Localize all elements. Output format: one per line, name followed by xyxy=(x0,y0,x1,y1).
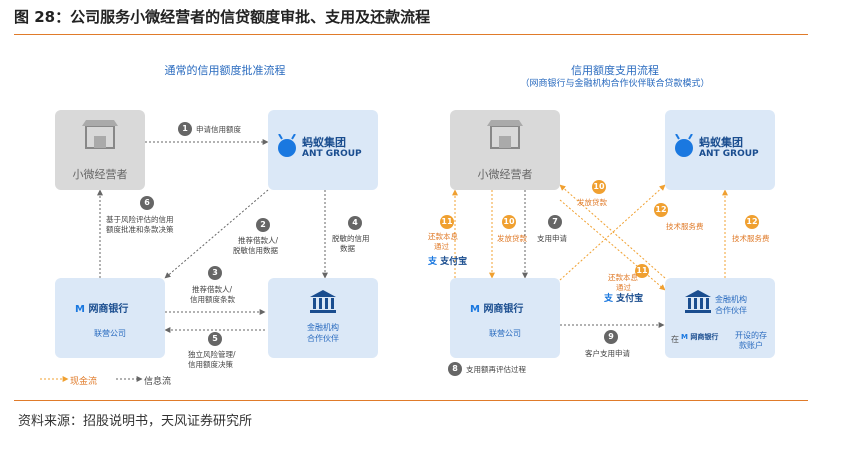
ant-logo-icon xyxy=(278,134,296,157)
fin-account-label: 开设的存 xyxy=(735,331,767,340)
step-badge-8: 8 xyxy=(448,362,462,376)
step-badge-12-right: 12 xyxy=(745,215,759,229)
step-label-1: 申请信用额度 xyxy=(196,125,241,134)
title-rule xyxy=(14,34,808,35)
step-label-4a: 脱敏的信用 xyxy=(332,234,370,243)
step-badge-9: 9 xyxy=(604,330,618,344)
figure-source: 资料来源：招股说明书，天风证券研究所 xyxy=(18,414,253,429)
step-label-12-diag: 技术服务费 xyxy=(666,222,704,231)
alipay-logo: 支 支付宝 xyxy=(604,291,643,304)
legend-cash: 现金流 xyxy=(70,377,98,387)
mybank-logo: M 网商银行 xyxy=(470,300,523,315)
step-badge-2: 2 xyxy=(256,218,270,232)
mybank-logo-text: 网商银行 xyxy=(88,304,129,315)
bank-building-icon xyxy=(685,290,711,313)
step-label-3b: 信用额度条款 xyxy=(190,295,235,304)
step-badge-11-left: 11 xyxy=(440,215,454,229)
step-label-9: 客户支用申请 xyxy=(585,349,630,358)
arrow-step-11-diag xyxy=(559,199,666,291)
step-badge-1: 1 xyxy=(178,122,192,136)
step-label-4b: 数据 xyxy=(340,244,355,253)
fin-node-left: 金融机构 合作伙伴 xyxy=(268,278,378,358)
ant-logo-icon xyxy=(675,134,693,157)
mybank-m-icon: M xyxy=(681,333,688,341)
ant-node-left: 蚂蚁集团 ANT GROUP xyxy=(268,110,378,190)
step-label-11-left-a: 还款本息 xyxy=(428,232,458,241)
step-badge-3: 3 xyxy=(208,266,222,280)
mybank-m-icon: M xyxy=(470,304,480,315)
figure-title: 图 28：公司服务小微经营者的信贷额度审批、支用及还款流程 xyxy=(14,8,431,26)
ant-node-right: 蚂蚁集团 ANT GROUP xyxy=(665,110,775,190)
alipay-text: 支付宝 xyxy=(440,257,468,267)
step-label-5b: 信用额度决策 xyxy=(188,360,233,369)
alipay-icon: 支 xyxy=(604,294,614,304)
merchant-node-left: 小微经营者 xyxy=(55,110,145,190)
bank-sub-label: 联营公司 xyxy=(94,329,126,338)
store-icon xyxy=(487,120,523,149)
right-panel-title: 信用额度支用流程 xyxy=(571,64,659,77)
bank-node-left: M 网商银行 联营公司 xyxy=(55,278,165,358)
legend-info: 信息流 xyxy=(144,377,172,387)
step-label-3a: 推荐借款人/ xyxy=(192,285,233,294)
step-badge-11-diag: 11 xyxy=(635,264,649,278)
arrow-step-2 xyxy=(164,189,269,279)
step-badge-5: 5 xyxy=(208,332,222,346)
arrow-step-12-diag xyxy=(559,184,666,281)
ant-logo-en: ANT GROUP xyxy=(699,149,759,159)
left-panel-title: 通常的信用额度批准流程 xyxy=(164,64,286,77)
alipay-text: 支付宝 xyxy=(616,294,644,304)
step-label-10-left: 发放贷款 xyxy=(497,234,527,243)
step-badge-6: 6 xyxy=(140,196,154,210)
mybank-logo: M 网商银行 xyxy=(75,300,128,315)
step-label-10-diag: 发放贷款 xyxy=(577,198,607,207)
fin-account-prefix: 在 xyxy=(671,335,679,344)
merchant-label: 小微经营者 xyxy=(477,168,533,181)
fin-label2: 合作伙伴 xyxy=(715,306,747,315)
store-icon xyxy=(82,120,118,149)
arrow-step-10-diag xyxy=(559,184,666,279)
fin-account-label2: 款账户 xyxy=(739,341,763,350)
bank-node-right: M 网商银行 联营公司 xyxy=(450,278,560,358)
step-label-11-diag-b: 通过 xyxy=(616,283,631,292)
ant-logo-text: 蚂蚁集团 xyxy=(302,136,346,149)
step-label-5a: 独立风险管理/ xyxy=(188,350,236,359)
alipay-logo: 支 支付宝 xyxy=(428,254,467,267)
merchant-node-right: 小微经营者 xyxy=(450,110,560,190)
step-label-11-diag-a: 还款本息 xyxy=(608,273,638,282)
step-label-8: 支用额再评估过程 xyxy=(466,365,526,374)
ant-logo-en: ANT GROUP xyxy=(302,149,362,159)
mybank-m-icon: M xyxy=(75,304,85,315)
step-label-6b: 额度批准和条款决策 xyxy=(106,225,174,234)
fin-label2: 合作伙伴 xyxy=(307,334,339,343)
step-badge-12-diag: 12 xyxy=(654,203,668,217)
step-label-7: 支用申请 xyxy=(537,234,567,243)
fin-account-bank-logo: M 网商银行 xyxy=(681,332,718,342)
step-label-6a: 基于风险评估的信用 xyxy=(106,215,174,224)
bank-building-icon xyxy=(310,290,336,313)
fin-account-bank: 网商银行 xyxy=(690,333,719,341)
right-panel-subtitle: （网商银行与金融机构合作伙伴联合贷款模式） xyxy=(520,79,710,89)
step-badge-4: 4 xyxy=(348,216,362,230)
step-badge-7: 7 xyxy=(548,215,562,229)
bank-sub-label: 联营公司 xyxy=(489,329,521,338)
step-badge-10-diag: 10 xyxy=(592,180,606,194)
step-label-11-left-b: 通过 xyxy=(434,242,449,251)
fin-node-right: 金融机构 合作伙伴 在 M 网商银行 开设的存 款账户 xyxy=(665,278,775,358)
fin-label: 金融机构 xyxy=(715,295,747,304)
footer-rule xyxy=(14,400,808,401)
step-badge-10-left: 10 xyxy=(502,215,516,229)
mybank-logo-text: 网商银行 xyxy=(483,304,524,315)
step-label-2b: 脱敏信用数据 xyxy=(233,246,278,255)
ant-logo-text: 蚂蚁集团 xyxy=(699,136,743,149)
step-label-2a: 推荐借款人/ xyxy=(238,236,279,245)
alipay-icon: 支 xyxy=(428,257,438,267)
merchant-label: 小微经营者 xyxy=(72,168,128,181)
step-label-12-right: 技术服务费 xyxy=(732,234,770,243)
fin-label: 金融机构 xyxy=(307,323,339,332)
